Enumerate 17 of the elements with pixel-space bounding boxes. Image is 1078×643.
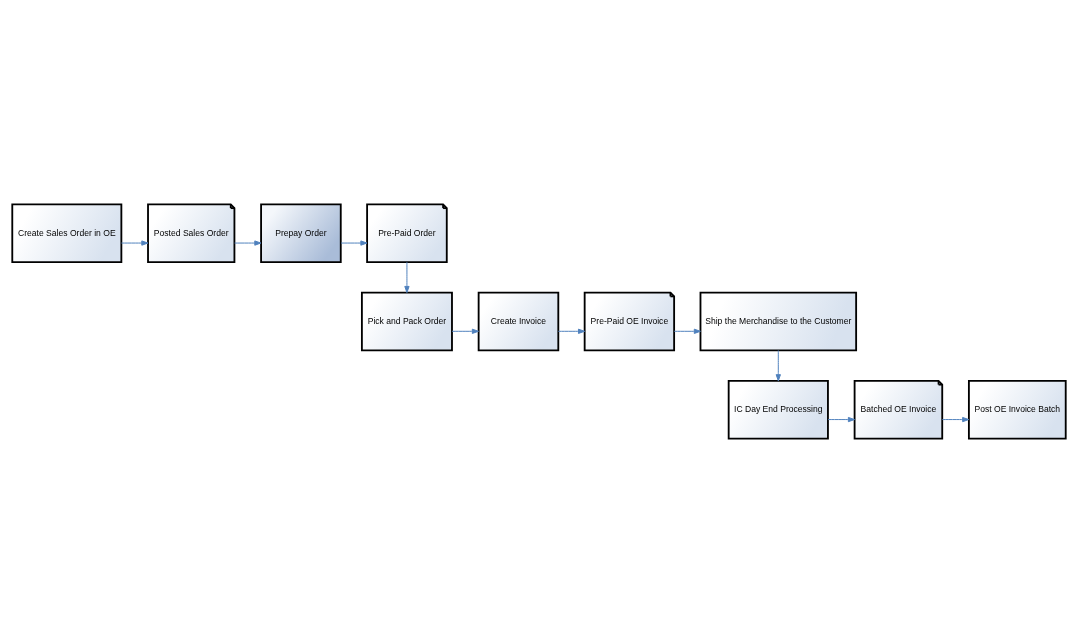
arrow: [557, 328, 586, 334]
arrow: [451, 328, 479, 334]
node-box: IC Day End Processing: [727, 380, 829, 440]
node-box: Create Invoice: [477, 291, 560, 352]
arrow: [404, 261, 410, 294]
arrow: [340, 240, 368, 246]
node-box: Post OE Invoice Batch: [967, 380, 1067, 440]
node-box: Prepay Order: [260, 203, 342, 263]
arrow: [120, 240, 149, 246]
node-box: Create Sales Order in OE: [11, 203, 123, 263]
arrow: [941, 416, 970, 423]
arrow: [234, 240, 262, 246]
arrow: [827, 416, 855, 423]
node-box: Ship the Merchandise to the Customer: [699, 291, 858, 352]
arrow: [775, 349, 781, 382]
node-box: Pick and Pack Order: [360, 291, 453, 352]
arrow: [673, 328, 701, 334]
